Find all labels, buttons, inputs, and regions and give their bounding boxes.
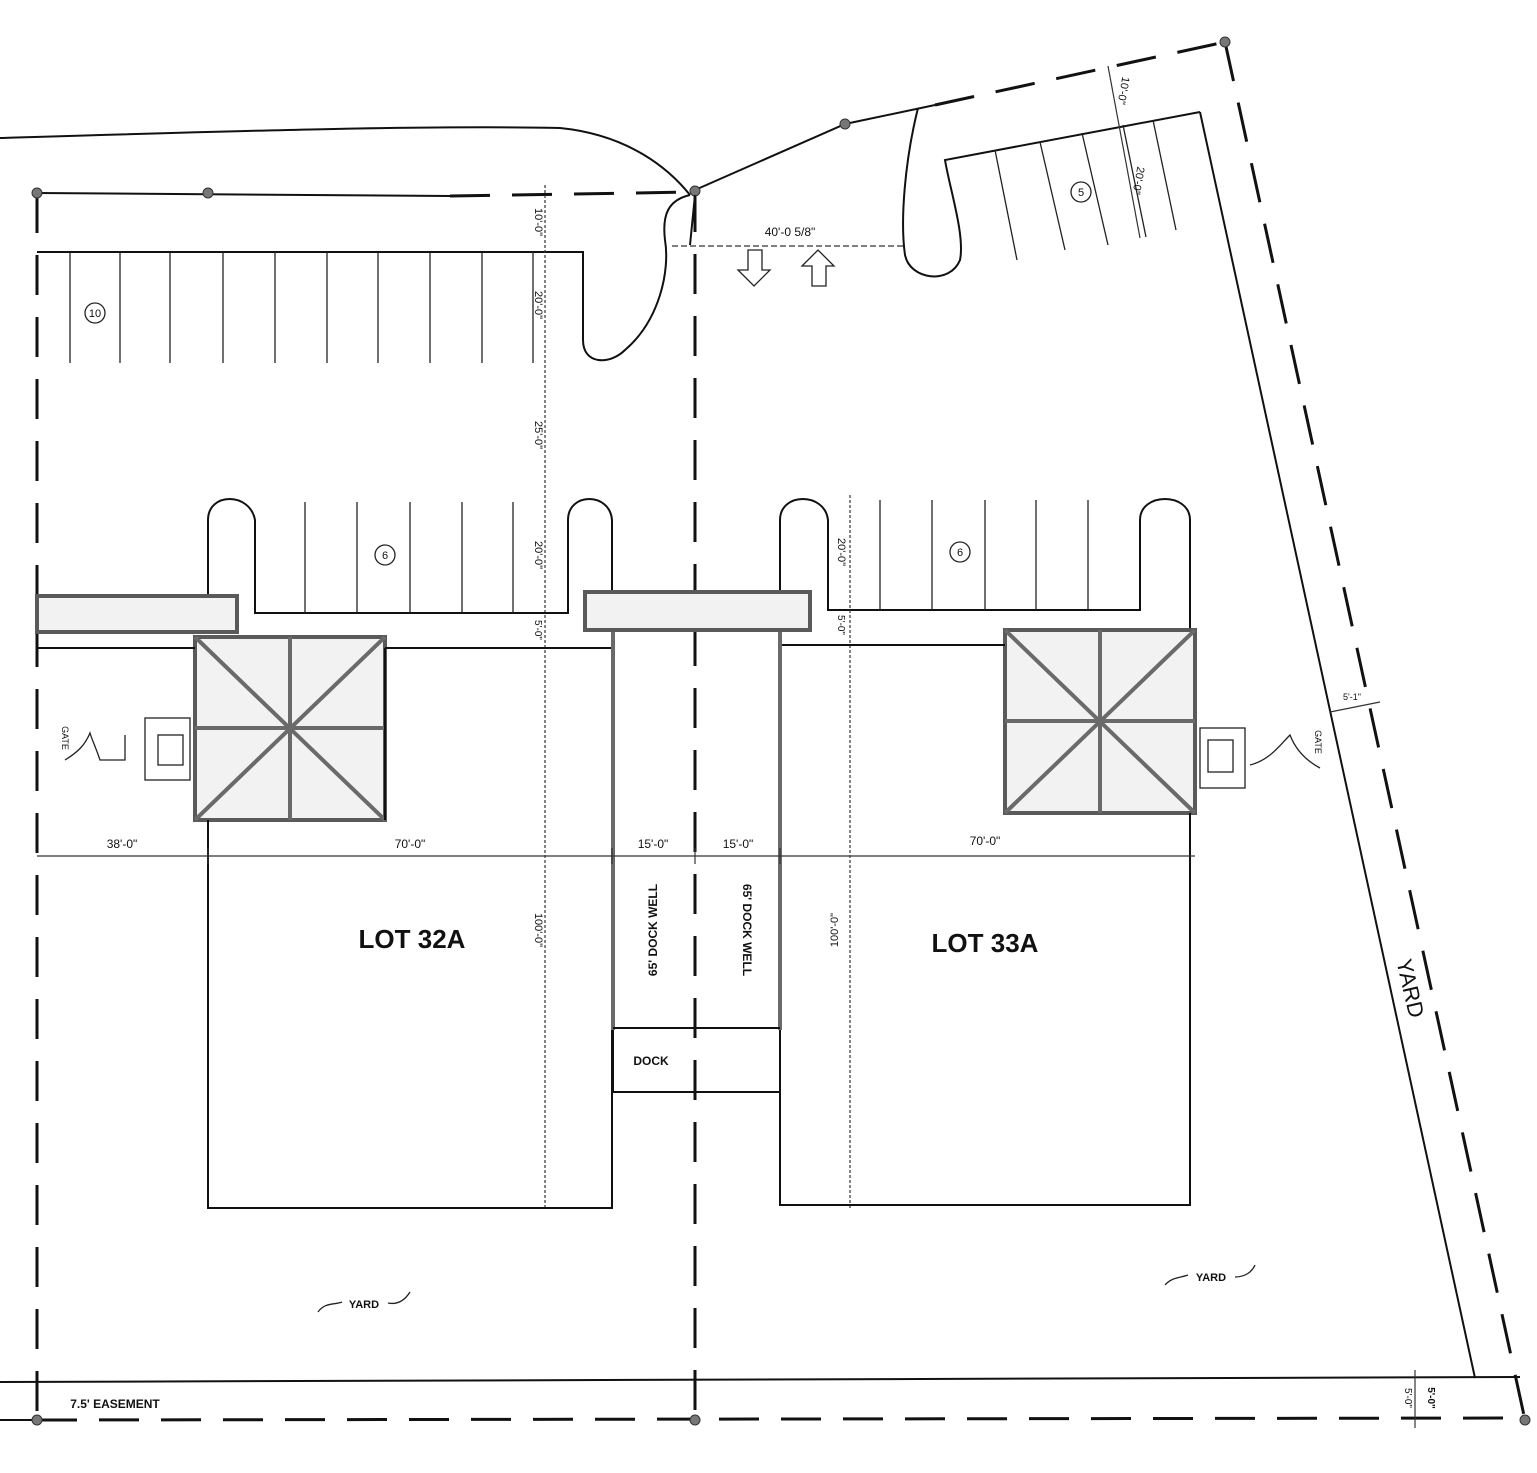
- yard-left-squiggle: [317, 1291, 411, 1313]
- dim-building-depth-32: 100'-0": [532, 913, 544, 947]
- building-lot-32a: [37, 647, 613, 1209]
- dim-gate-offset-right: 5'-1": [1343, 692, 1361, 702]
- dim-building-depth-33: 100'-0": [829, 913, 841, 947]
- yard-right-squiggle: [1164, 1264, 1256, 1286]
- yard-right-label: YARD: [1196, 1272, 1226, 1284]
- parking-count-top-right: 5: [1078, 187, 1084, 199]
- lot-33a-label: LOT 33A: [932, 928, 1039, 958]
- parking-count-badge-mid-left: [374, 544, 396, 566]
- dim-stall-top-right: 20'-0": [1130, 166, 1147, 196]
- dim-aisle: 25'-0": [532, 421, 544, 449]
- bottom-right-label: 5'-0": [1425, 1387, 1436, 1409]
- dim-stall-mid-right: 20'-0": [835, 538, 847, 566]
- dock-wells: [611, 632, 782, 1093]
- dim-lot33-width: 70'-0": [970, 834, 1001, 848]
- dim-walk-left: 5'-0": [532, 620, 543, 640]
- dim-chain-horizontal: [37, 848, 1195, 864]
- office-block-left: [144, 635, 387, 822]
- dim-walk-right: 5'-0": [835, 615, 846, 635]
- dim-bottom-setback: 5'-0": [1402, 1388, 1413, 1408]
- dock-well-right-label: 65' DOCK WELL: [740, 884, 754, 976]
- dim-stall-mid-left: 20'-0": [532, 541, 544, 569]
- parking-top-left: [37, 194, 696, 363]
- parking-count-top-left: 10: [89, 308, 101, 320]
- arrow-up-icon: [800, 249, 836, 287]
- dim-lot32-width: 70'-0": [395, 837, 426, 851]
- property-boundary: [0, 36, 1531, 1426]
- canopy-center: [583, 590, 812, 632]
- yard-left-label: YARD: [349, 1299, 379, 1311]
- parking-top-right: [902, 107, 1201, 278]
- parking-mid-right: [779, 495, 1191, 1210]
- driveway: [672, 245, 905, 287]
- dim-top-buffer-left: 10'-0": [532, 208, 544, 236]
- dock-label: DOCK: [633, 1054, 669, 1068]
- lot-32a-label: LOT 32A: [359, 924, 466, 954]
- canopy-left: [35, 594, 239, 634]
- dim-top-buffer-right: 10'-0": [1115, 76, 1132, 106]
- parking-count-badge-mid-right: [949, 541, 971, 563]
- gate-left-label: GATE: [60, 726, 70, 750]
- dim-driveway-width: 40'-0 5/8": [765, 225, 816, 239]
- gate-right-label: GATE: [1313, 730, 1323, 754]
- parking-count-mid-right: 6: [957, 547, 963, 559]
- dim-dock32-width: 15'-0": [638, 837, 669, 851]
- yard-side-label: YARD: [1391, 957, 1429, 1021]
- dock-well-left-label: 65' DOCK WELL: [646, 884, 660, 976]
- dim-dock33-width: 15'-0": [723, 837, 754, 851]
- parking-count-mid-left: 6: [382, 550, 388, 562]
- easement-label: 7.5' EASEMENT: [70, 1397, 160, 1411]
- dim-left-setback: 38'-0": [107, 837, 138, 851]
- arrow-down-icon: [736, 249, 772, 287]
- parking-count-badge-top-left: [84, 302, 106, 324]
- gate-right-swing: [1249, 733, 1321, 769]
- office-block-right: [1003, 628, 1246, 815]
- parking-count-badge-top-right: [1070, 181, 1092, 203]
- parking-mid-left: [207, 498, 613, 614]
- gate-left-swing: [64, 731, 126, 761]
- dim-stall-top-left: 20'-0": [532, 291, 544, 319]
